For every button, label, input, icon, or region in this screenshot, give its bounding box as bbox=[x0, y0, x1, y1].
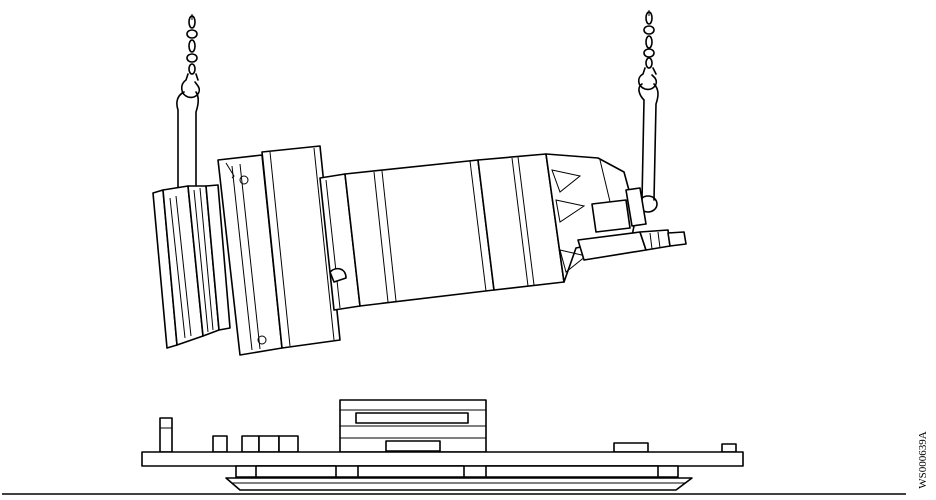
base-runner bbox=[225, 477, 693, 491]
left-lifting-hook bbox=[180, 73, 201, 99]
figure-reference-text: WS000639A bbox=[917, 431, 929, 489]
cable-entry bbox=[591, 199, 631, 233]
pump-assembly bbox=[152, 145, 687, 356]
motor-housing bbox=[344, 159, 495, 307]
figure-reference-code: WS000639A bbox=[913, 430, 933, 490]
deck-plank bbox=[141, 451, 744, 467]
left-lifting-chain bbox=[186, 14, 198, 75]
support-skid bbox=[141, 399, 744, 491]
right-lifting-hook bbox=[637, 67, 658, 91]
right-sling bbox=[638, 83, 659, 213]
tall-post bbox=[159, 417, 173, 453]
right-lifting-chain bbox=[643, 10, 655, 69]
seal-housing bbox=[261, 145, 341, 349]
